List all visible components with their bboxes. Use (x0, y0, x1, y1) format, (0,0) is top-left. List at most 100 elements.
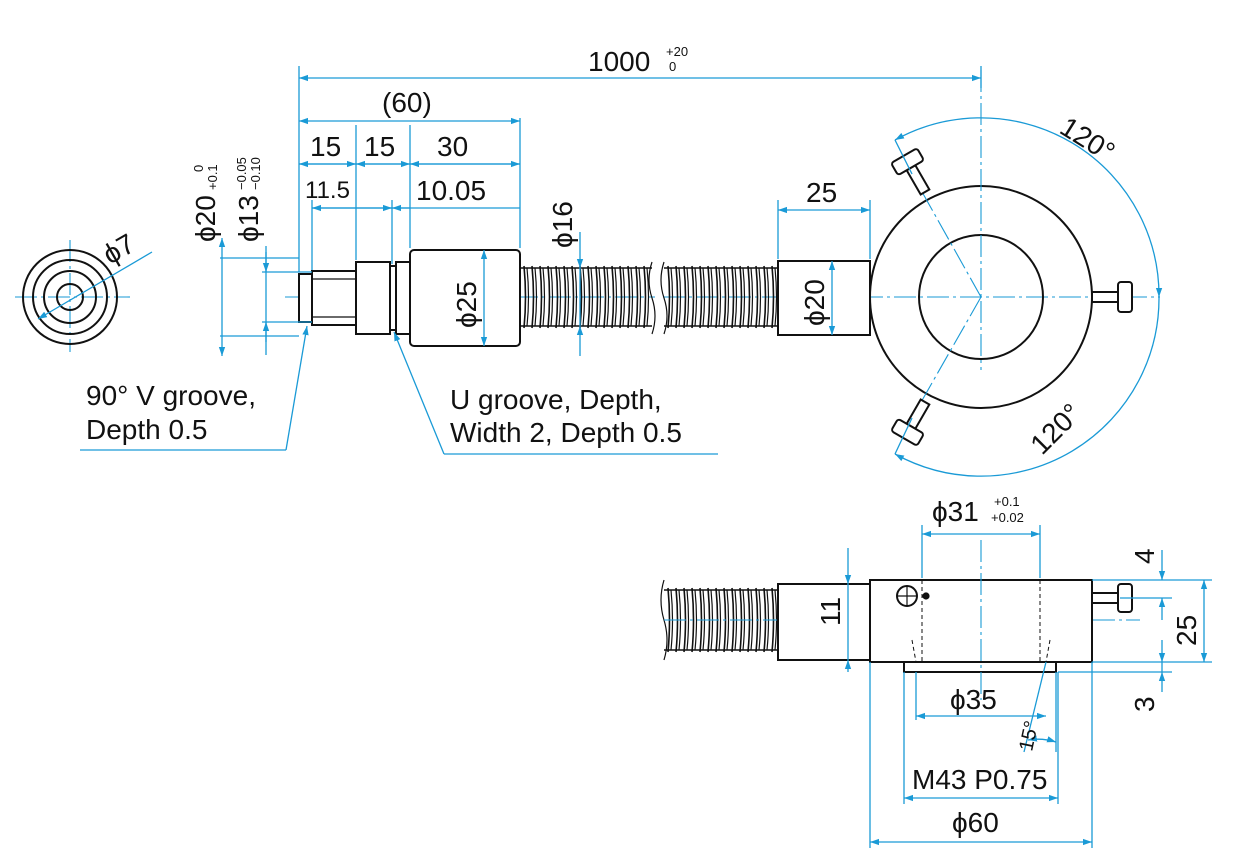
hose-rib (675, 265, 679, 329)
diameter-13-tol-lower: −0.10 (248, 157, 263, 190)
height-11-label: 11 (815, 597, 846, 626)
dimensions-upper: 1000 +20 0 (60) 15 15 30 11.5 10.05 ϕ20 … (190, 44, 1163, 477)
hose-rib (646, 267, 650, 327)
diameter-31-tol-upper: +0.1 (994, 494, 1020, 509)
hose-rib (723, 265, 727, 329)
hose-rib (718, 267, 722, 327)
diameter-31-label: ϕ31 (932, 496, 979, 527)
hose-rib (726, 267, 730, 327)
diameter-35-label: ϕ35 (950, 684, 997, 715)
hose-rib (606, 267, 610, 327)
hose-rib (670, 267, 674, 327)
hose-rib (734, 267, 738, 327)
diameter-20-tol-upper: 0 (191, 165, 206, 172)
hose-rib (526, 267, 530, 327)
plug-side-view (285, 70, 1160, 446)
hose-rib (667, 265, 671, 329)
set-screw-bottom (891, 398, 931, 446)
angle-120-bottom: 120° (1024, 397, 1087, 460)
diameter-13-tol-upper: −0.05 (234, 157, 249, 190)
hose-rib (686, 589, 690, 651)
hose-rib (731, 265, 735, 329)
hose-rib (598, 267, 602, 327)
hose-rib (718, 589, 722, 651)
height-4-label: 4 (1129, 548, 1160, 564)
notes: 90° V groove, Depth 0.5 U groove, Depth,… (80, 325, 718, 455)
hose-rib (694, 267, 698, 327)
overall-length-tol-lower: 0 (669, 59, 676, 74)
fitting-length-25: 25 (806, 177, 837, 208)
height-3-label: 3 (1129, 696, 1160, 712)
hose-rib (534, 267, 538, 327)
hose-rib (638, 267, 642, 327)
hose-rib (643, 265, 647, 329)
hose-rib (590, 267, 594, 327)
diameter-20-tol-lower: +0.1 (205, 164, 220, 190)
hose-rib (574, 267, 578, 327)
hose-rib (603, 265, 607, 329)
u-groove-note-line1: U groove, Depth, (450, 384, 662, 415)
hose-rib (531, 265, 535, 329)
hose-rib (747, 265, 751, 329)
hose-rib (614, 267, 618, 327)
diameter-25-label: ϕ25 (451, 281, 482, 328)
hose-rib (710, 267, 714, 327)
diameter-13-tol-label: ϕ13 (233, 195, 264, 242)
hose-rib (750, 267, 754, 327)
hose-rib (619, 265, 623, 329)
hose-rib (627, 265, 631, 329)
hose-rib (547, 265, 551, 329)
v-groove-note-line1: 90° V groove, (86, 380, 256, 411)
hose-left (520, 265, 652, 329)
hose-rib (678, 267, 682, 327)
hose-rib (635, 265, 639, 329)
hose-rib (622, 267, 626, 327)
hose-rib (555, 265, 559, 329)
hose-rib (595, 265, 599, 329)
hose-rib (755, 265, 759, 329)
hose-rib (742, 267, 746, 327)
taper-angle-label: 15° (1015, 719, 1043, 753)
hose-rib (763, 265, 767, 329)
diameter-16-label: ϕ16 (547, 201, 578, 248)
hose-rib (539, 265, 543, 329)
hose-rib (563, 265, 567, 329)
hose-rib (630, 267, 634, 327)
hose-rib (758, 589, 762, 651)
hose-rib (523, 265, 527, 329)
overall-length-tol-upper: +20 (666, 44, 688, 59)
set-screw-top (891, 148, 931, 196)
thread-spec-label: M43 P0.75 (912, 764, 1047, 795)
v-groove-note-line2: Depth 0.5 (86, 414, 207, 445)
diameter-20-tol-label: ϕ20 (190, 195, 221, 242)
ring-side-view: ϕ31 +0.1 +0.02 11 4 25 3 ϕ35 15° (660, 494, 1212, 848)
height-25-label: 25 (1171, 615, 1202, 646)
hose-rib (550, 267, 554, 327)
hose-rib (683, 265, 687, 329)
hose-rib (691, 587, 695, 653)
hose-rib (582, 267, 586, 327)
hose-rib (542, 267, 546, 327)
u-groove-note-line2: Width 2, Depth 0.5 (450, 417, 682, 448)
hose-rib (739, 265, 743, 329)
hose-rib (691, 265, 695, 329)
angle-120-top: 120° (1055, 111, 1121, 168)
segment-15b: 15 (364, 131, 395, 162)
hose-rib (771, 265, 775, 329)
hose-rib (571, 265, 575, 329)
hose-rib (758, 267, 762, 327)
hose-rib (774, 267, 778, 327)
end-view: ϕ7 (15, 228, 153, 352)
hose-right (664, 265, 778, 329)
segment-15a: 15 (310, 131, 341, 162)
hose-rib (587, 265, 591, 329)
set-screw-right (1091, 281, 1133, 313)
diameter-60-label: ϕ60 (952, 807, 999, 838)
diameter-20-fitting-label: ϕ20 (799, 279, 830, 326)
segment-30: 30 (437, 131, 468, 162)
overall-length: 1000 (588, 46, 650, 77)
sub-length-11-5: 11.5 (305, 177, 350, 204)
hose-rib (566, 267, 570, 327)
hose-rib (699, 265, 703, 329)
